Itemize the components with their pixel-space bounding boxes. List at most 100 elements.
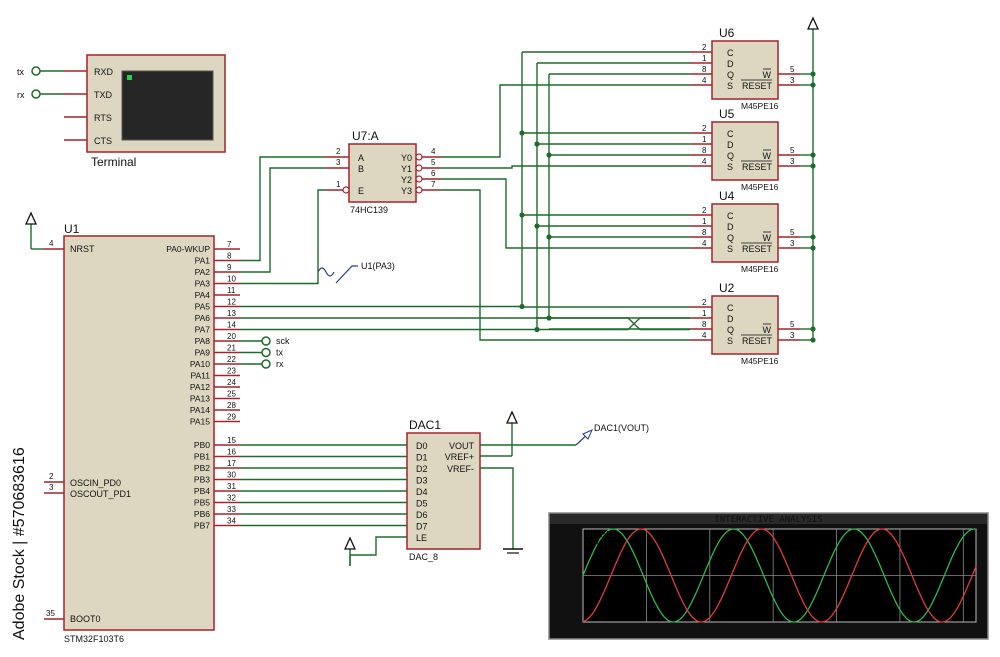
u1-pin-pb6: PB6 — [194, 509, 210, 519]
u1-pin-pb0: PB0 — [194, 440, 210, 450]
memory-pin-w: W — [763, 70, 772, 80]
memory-body-u4[interactable] — [711, 203, 779, 263]
pin-num: 8 — [702, 320, 707, 329]
pin-num: 8 — [702, 65, 707, 74]
pin-num: 32 — [227, 494, 236, 503]
u1-pin-pa6: PA6 — [195, 313, 211, 323]
u1-pin-pa13: PA13 — [190, 394, 210, 404]
memory-pin-d: D — [727, 222, 734, 232]
dac-pin-d2: D2 — [416, 464, 428, 474]
pin-num: 7 — [431, 180, 436, 189]
wire-cs-u2 — [441, 189, 690, 341]
memory-pin-w: W — [763, 233, 772, 243]
x-tick-label: 0.00 — [573, 623, 592, 632]
memory-pin-c: C — [727, 211, 734, 221]
dac-ref: DAC1 — [409, 418, 441, 432]
y-tick-label: 2.00 — [561, 525, 580, 534]
pin-num: 1 — [702, 135, 707, 144]
probe-u1-pa3-icon[interactable] — [335, 265, 358, 284]
pin-num: 34 — [227, 517, 236, 526]
memory-power-arrow[interactable] — [806, 16, 820, 30]
dac-pin-d1: D1 — [416, 453, 428, 463]
u1-pin-pa7: PA7 — [195, 325, 211, 335]
pin-num: 30 — [227, 471, 236, 480]
pin-num: 5 — [790, 320, 795, 329]
memory-pin-s: S — [727, 162, 733, 172]
u7-part: 74HC139 — [350, 205, 388, 215]
pin-num: 23 — [227, 367, 236, 376]
memory-pin-q: Q — [727, 233, 734, 243]
u1-pin-oscin_pd0: OSCIN_PD0 — [70, 478, 121, 488]
memory-body-u2[interactable] — [711, 295, 779, 355]
u1-pin-pa9: PA9 — [195, 348, 211, 358]
terminal-port-tx[interactable] — [31, 66, 41, 76]
pin-num: 17 — [227, 459, 236, 468]
u1-part: STM32F103T6 — [64, 634, 124, 644]
dac-pin-d0: D0 — [416, 441, 428, 451]
memory-pin-c: C — [727, 303, 734, 313]
u1-pin-pb7: PB7 — [194, 521, 210, 531]
pin-num: 4 — [702, 331, 707, 340]
pin-num: 1 — [702, 54, 707, 63]
net-port-sck[interactable] — [261, 336, 271, 346]
memory-pin-q: Q — [727, 325, 734, 335]
net-label-tx: tx — [276, 348, 284, 358]
memory-pin-q: Q — [727, 70, 734, 80]
legend-entry-0: U1(PA3) — [586, 530, 620, 539]
pin-num: 3 — [790, 239, 795, 248]
net-port-rx[interactable] — [261, 359, 271, 369]
pin-num: 9 — [227, 263, 232, 272]
memory-ref-u6: U6 — [719, 26, 735, 40]
wire-cs-u6 — [441, 84, 690, 158]
pin-num: 14 — [227, 321, 236, 330]
u1-pin-pa8: PA8 — [195, 336, 211, 346]
u1-pin-pa15: PA15 — [190, 417, 210, 427]
terminal-pin-rts: RTS — [94, 113, 112, 123]
probe-label-u1-pa3: U1(PA3) — [361, 261, 395, 271]
u1-pin-pa12: PA12 — [190, 382, 210, 392]
dac-pin-le: LE — [416, 533, 427, 543]
terminal-port-rx[interactable] — [31, 89, 41, 99]
pin-num: 8 — [702, 228, 707, 237]
u7-pin-y2: Y2 — [401, 175, 412, 185]
pin-num: 4 — [702, 76, 707, 85]
net-port-tx[interactable] — [261, 347, 271, 358]
pin-num: 2 — [702, 43, 707, 52]
vref-power-arrow[interactable] — [505, 410, 519, 424]
u7-pin-y1: Y1 — [401, 164, 412, 174]
le-power-arrow[interactable] — [343, 536, 357, 550]
series-line-1 — [582, 528, 977, 623]
probe-arrow — [582, 429, 593, 440]
u1-body[interactable] — [63, 235, 215, 631]
dac-pin-vout: VOUT — [449, 441, 475, 451]
memory-body-u5[interactable] — [711, 121, 779, 181]
dac-body[interactable] — [406, 432, 481, 550]
probe-wave-icon — [317, 267, 335, 277]
pin-num: 4 — [431, 147, 436, 156]
u1-pin-pb5: PB5 — [194, 498, 210, 508]
pin-num: 3 — [336, 158, 341, 167]
wire-pa6 — [240, 317, 690, 331]
pin-num: 25 — [227, 390, 236, 399]
invert-bubble — [415, 153, 423, 161]
x-tick-label: 300m — [954, 623, 973, 632]
terminal-screen — [121, 70, 214, 141]
pin-num: 5 — [790, 65, 795, 74]
terminal-pin-cts: CTS — [94, 136, 112, 146]
pin-num: 1 — [336, 180, 341, 189]
memory-pin-c: C — [727, 48, 734, 58]
wire-pa1-a — [240, 156, 326, 262]
u1-pin-oscout_pd1: OSCOUT_PD1 — [70, 489, 131, 499]
port-label-tx: tx — [17, 67, 25, 77]
u7-body[interactable] — [348, 143, 417, 203]
pin-num: 22 — [227, 355, 236, 364]
pin-num: 3 — [790, 157, 795, 166]
memory-body-u6[interactable] — [711, 40, 779, 100]
x-tick-label: 200m — [827, 623, 846, 632]
memory-pin-s: S — [727, 244, 733, 254]
y-tick-label: 1.00 — [561, 572, 580, 581]
nrst-power-arrow[interactable] — [24, 211, 38, 225]
u7-pin-e: E — [358, 186, 364, 196]
memory-pin-c: C — [727, 129, 734, 139]
